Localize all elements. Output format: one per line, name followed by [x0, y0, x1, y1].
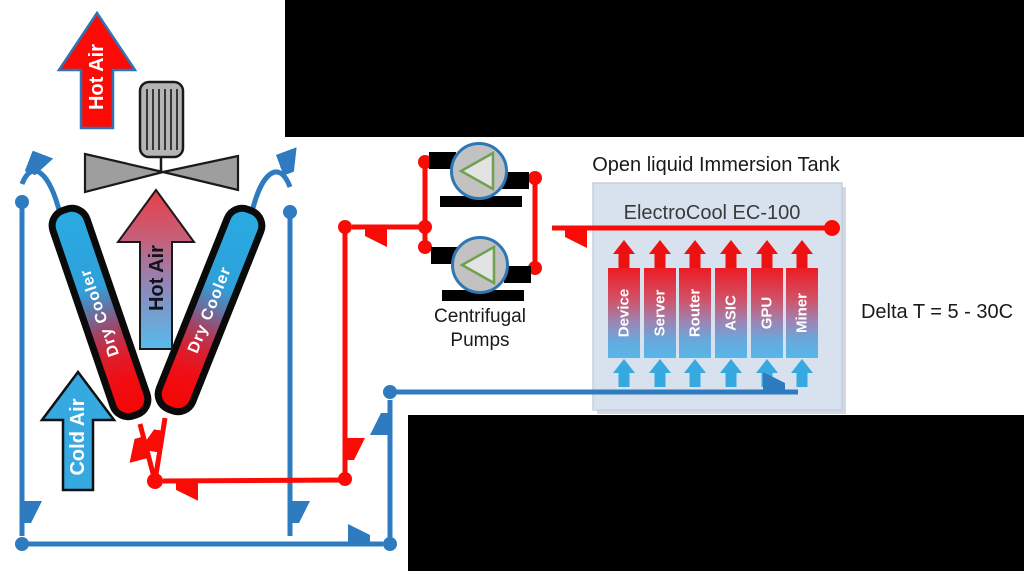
top-black-panel	[285, 0, 1024, 137]
motor-fins	[146, 89, 178, 150]
device-bar: GPU	[751, 268, 783, 358]
hot-branch-left-cooler	[140, 423, 158, 482]
device-bars: Device Server Router ASIC GPU Miner	[608, 240, 818, 387]
device-label: ASIC	[723, 295, 740, 331]
device-bar: Miner	[786, 268, 818, 358]
pump-inlet-flange	[429, 152, 456, 169]
pump-base	[440, 196, 522, 207]
exhaust-hot-air-arrow: Hot Air	[56, 10, 138, 130]
hot-junction-dot	[824, 220, 840, 236]
hot-air-label: Hot Air	[86, 44, 108, 110]
cold-air-label: Cold Air	[67, 398, 89, 475]
device-bar: Router	[679, 268, 711, 358]
centrifugal-pump-bottom	[431, 236, 531, 301]
hot-junction-dot	[418, 240, 432, 254]
fan-blade-right-icon	[162, 154, 240, 192]
cold-pipe-left-arc	[19, 171, 63, 215]
delta-t-note: Delta T = 5 - 30C	[861, 301, 1013, 323]
hot-air-label: Hot Air	[146, 245, 168, 311]
bottom-black-panel	[408, 415, 1024, 571]
pump-impeller-icon	[459, 244, 496, 286]
pump-impeller-icon	[458, 150, 495, 192]
dry-cooler-body	[48, 204, 152, 421]
pump-base	[442, 290, 524, 301]
device-bar: Device	[608, 268, 640, 358]
cold-pipe-right-arc	[249, 172, 290, 213]
centrifugal-pump-top	[429, 142, 529, 207]
device-label: Device	[616, 289, 633, 337]
pump-inlet-flange	[431, 247, 458, 264]
hot-pipe-to-coolers	[162, 477, 346, 481]
hot-junction-dot	[418, 155, 432, 169]
pump-outlet-flange	[504, 266, 531, 283]
pumps-label-line2: Pumps	[450, 330, 509, 351]
device-label: GPU	[759, 297, 776, 330]
fan-blade-left-icon	[83, 152, 164, 194]
fan-assembly	[83, 80, 240, 194]
hot-piping	[140, 155, 840, 489]
device-bar: Server	[644, 268, 676, 358]
pump-outlet-flange	[502, 172, 529, 189]
hot-junction-dot	[528, 171, 542, 185]
hot-branch-right-cooler	[155, 417, 168, 482]
hot-air-arrow-shape	[56, 10, 138, 130]
device-label: Router	[687, 289, 704, 337]
device-label: Server	[652, 289, 669, 336]
cold-air-arrow-shape	[39, 369, 117, 492]
dry-cooler-body	[154, 204, 266, 416]
hot-junction-dot	[528, 261, 542, 275]
tank-title: Open liquid Immersion Tank	[592, 154, 841, 176]
device-bar: ASIC	[715, 268, 747, 358]
hot-air-arrow-shape	[116, 188, 196, 350]
center-hot-air-arrow: Hot Air	[116, 188, 196, 350]
cold-air-arrow: Cold Air	[39, 369, 117, 492]
coolant-label: ElectroCool EC-100	[624, 202, 801, 224]
pumps-label-line1: Centrifugal	[434, 306, 526, 327]
device-label: Miner	[794, 293, 811, 333]
